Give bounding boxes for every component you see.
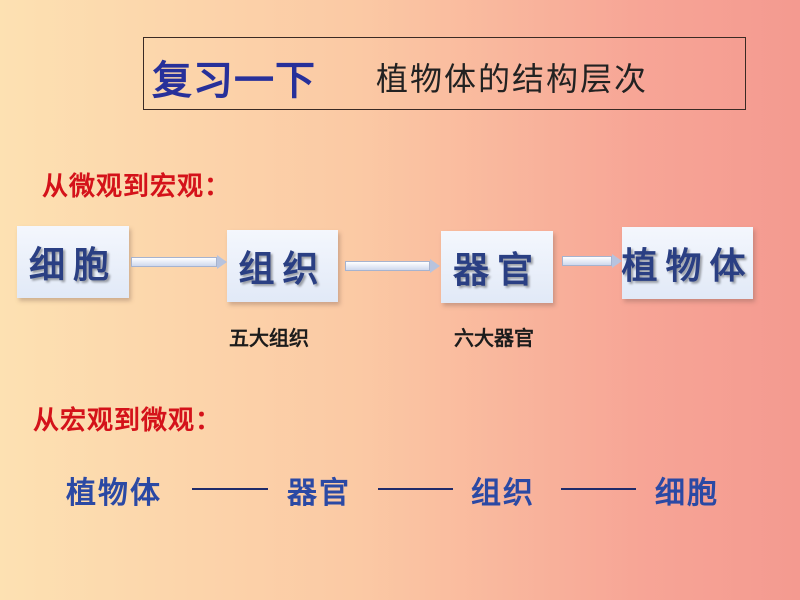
stage-label-cell: 细胞 [28,244,117,286]
stage-box-organ: 器官 [441,231,553,303]
caption-tissues: 五大组织 [229,326,309,350]
dash-divider [561,488,636,490]
slide-title: 复习一下 [152,58,316,104]
caption-organs: 六大器官 [454,326,534,350]
hierarchy-item-plant: 植物体 [66,476,162,511]
stage-box-tissue: 组织 [227,230,338,302]
hierarchy-item-tissue: 组织 [471,476,535,511]
stage-label-plant: 植物体 [621,245,754,287]
stage-label-organ: 器官 [452,249,541,291]
dash-divider [192,488,268,490]
slide-subtitle: 植物体的结构层次 [376,60,649,98]
dash-divider [378,488,453,490]
hierarchy-item-organ: 器官 [287,476,351,511]
macro-to-micro-label: 从宏观到微观： [33,406,223,436]
title-box: 复习一下 植物体的结构层次 [143,37,746,110]
stage-box-plant: 植物体 [622,227,753,299]
stage-box-cell: 细胞 [17,226,129,298]
micro-to-macro-label: 从微观到宏观： [42,172,232,202]
stage-label-tissue: 组织 [238,248,327,290]
arrow-icon [131,255,227,269]
arrow-icon [345,259,440,273]
arrow-icon [562,254,622,268]
hierarchy-item-cell: 细胞 [655,476,719,511]
